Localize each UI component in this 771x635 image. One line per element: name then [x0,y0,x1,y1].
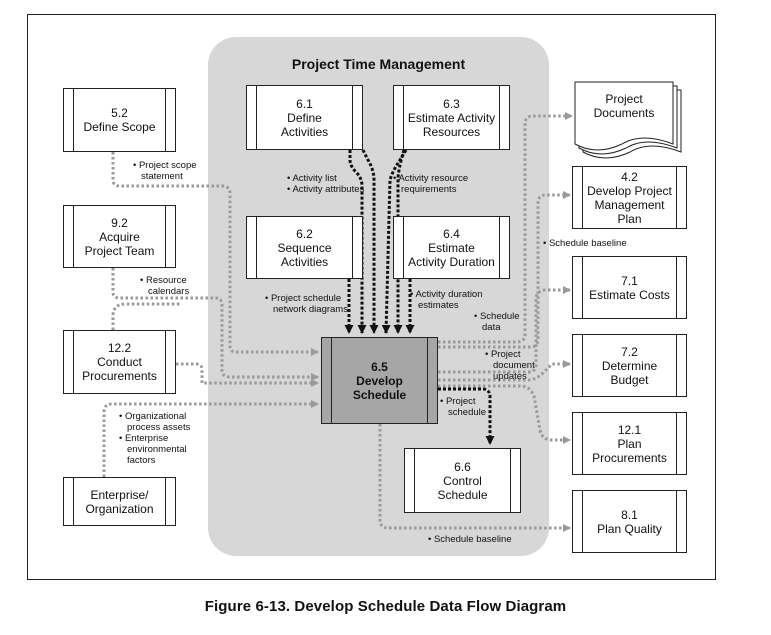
label-organizational-process-assets: • Organizational process assets • Enterp… [119,411,191,466]
label-project-scope-statement: • Project scope statement [133,160,197,182]
label-schedule-data: • Schedule data [474,311,520,333]
process-6-3-estimate-activity-resources[interactable]: 6.3 Estimate Activity Resources [393,85,510,150]
process-6-4-estimate-activity-duration[interactable]: 6.4 Estimate Activity Duration [393,216,510,279]
label-activity-duration-estimates: • Activity duration estimates [410,289,483,311]
process-4-2-develop-project-management-plan[interactable]: 4.2 Develop Project Management Plan [572,166,687,229]
panel-title: Project Time Management [291,56,466,72]
process-6-1-define-activities[interactable]: 6.1 Define Activities [246,85,363,150]
label-project-schedule: • Project schedule [440,396,487,418]
figure-caption: Figure 6-13. Develop Schedule Data Flow … [204,598,567,615]
label-schedule-baseline-top: • Schedule baseline [543,238,627,249]
process-8-1-plan-quality[interactable]: 8.1 Plan Quality [572,490,687,553]
process-6-5-develop-schedule[interactable]: 6.5 Develop Schedule [321,337,438,424]
process-6-2-sequence-activities[interactable]: 6.2 Sequence Activities [246,216,363,279]
process-12-2-conduct-procurements[interactable]: 12.2 Conduct Procurements [63,330,176,394]
project-documents[interactable]: Project Documents [593,92,655,120]
process-12-1-plan-procurements[interactable]: 12.1 Plan Procurements [572,412,687,475]
process-5-2-define-scope[interactable]: 5.2 Define Scope [63,88,176,152]
label-network-diagrams: • Project schedule network diagrams [265,293,348,315]
label-project-document-updates: • Project document updates [485,349,535,382]
process-7-1-estimate-costs[interactable]: 7.1 Estimate Costs [572,256,687,319]
process-7-2-determine-budget[interactable]: 7.2 Determine Budget [572,334,687,397]
label-activity-list: • Activity list • Activity attributes [287,173,365,195]
label-schedule-baseline-bottom: • Schedule baseline [428,534,512,545]
process-9-2-acquire-project-team[interactable]: 9.2 Acquire Project Team [63,205,176,268]
enterprise-organization[interactable]: Enterprise/ Organization [63,477,176,526]
label-resource-calendars: • Resource calendars [140,275,190,297]
process-6-6-control-schedule[interactable]: 6.6 Control Schedule [404,448,521,513]
label-activity-resource-requirements: • Activity resource requirements [393,173,469,195]
